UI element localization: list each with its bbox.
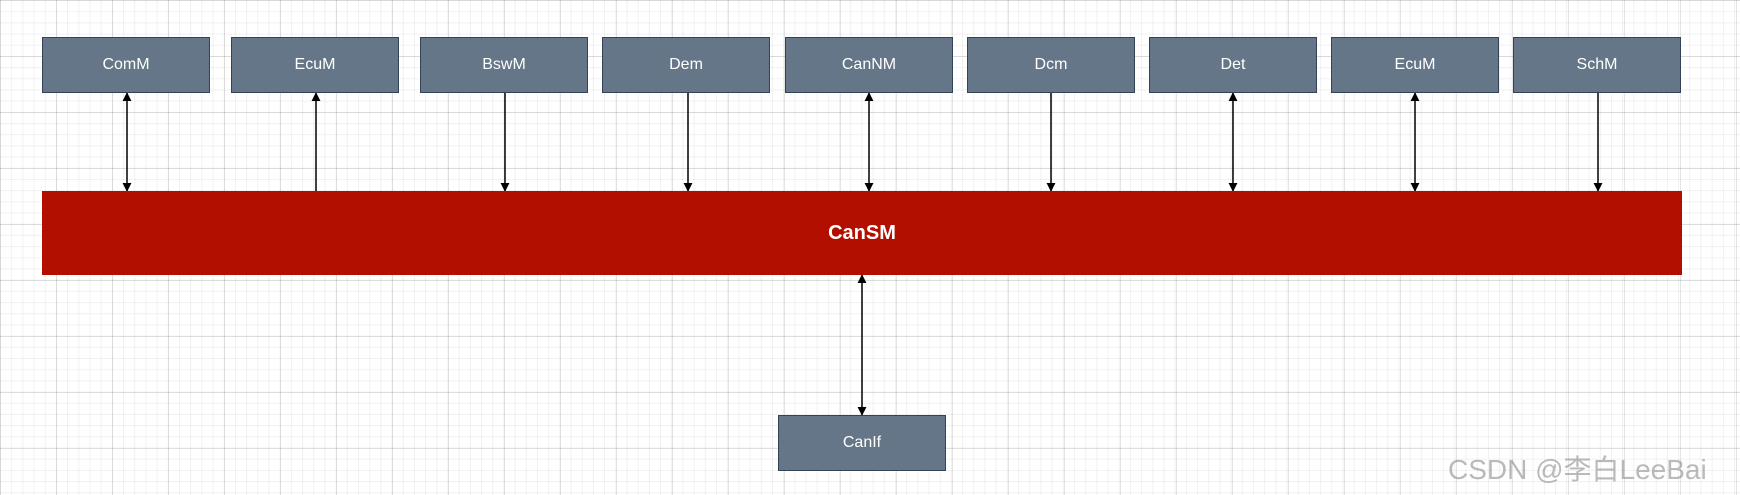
module-label: CanNM [841,56,897,73]
watermark-text: CSDN @李白LeeBai [1448,454,1707,485]
module-label: Det [1220,56,1246,73]
module-label: BswM [482,56,526,73]
module-ecum-8[interactable]: EcuM [1331,37,1499,93]
canif-block[interactable]: CanIf [778,415,946,471]
module-comm-1[interactable]: ComM [42,37,210,93]
module-schm-9[interactable]: SchM [1513,37,1681,93]
canif-label: CanIf [842,434,882,451]
module-label: Dcm [1034,56,1068,73]
module-label: EcuM [1394,56,1436,73]
module-det-7[interactable]: Det [1149,37,1317,93]
module-label: ComM [102,56,150,73]
module-dcm-6[interactable]: Dcm [967,37,1135,93]
module-bswm-3[interactable]: BswM [420,37,588,93]
module-dem-4[interactable]: Dem [602,37,770,93]
module-label: SchM [1576,56,1618,73]
cansm-label: CanSM [828,221,896,244]
module-cannm-5[interactable]: CanNM [785,37,953,93]
module-label: Dem [669,56,703,73]
cansm-block[interactable]: CanSM [42,191,1682,275]
module-ecum-2[interactable]: EcuM [231,37,399,93]
module-label: EcuM [294,56,336,73]
